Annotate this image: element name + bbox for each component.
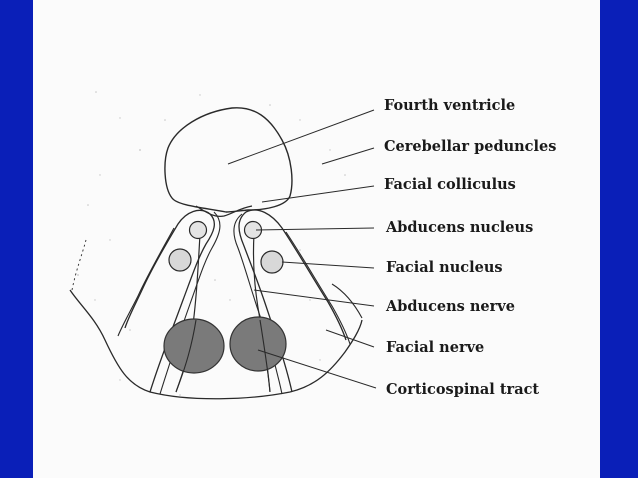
corticospinal-tract-right (229, 316, 287, 372)
label-facial-nerve: Facial nerve (386, 339, 484, 356)
label-facial-nucleus: Facial nucleus (386, 259, 503, 276)
fourth-ventricle-shape (164, 107, 293, 213)
leader-facial-nerve (325, 329, 375, 348)
label-abducens-nucleus: Abducens nucleus (385, 219, 533, 236)
label-cerebellar-peduncles: Cerebellar peduncles (384, 138, 556, 155)
abducens-nucleus-left (188, 220, 208, 240)
pons-outline (69, 289, 363, 400)
pons-outline-left-upper (71, 239, 87, 291)
facial-nerve-left-outer (117, 227, 175, 337)
speckle-texture (77, 91, 346, 396)
figure-panel (33, 0, 600, 478)
label-fourth-ventricle: Fourth ventricle (384, 97, 515, 114)
abducens-nerve-right-over (259, 319, 271, 393)
leader-facial-nucleus (281, 261, 375, 269)
leader-cerebellar-peduncles (321, 147, 375, 165)
leader-abducens-nucleus (255, 227, 375, 231)
corticospinal-tract-left (163, 318, 225, 374)
leader-facial-colliculus (261, 185, 375, 203)
label-abducens-nerve: Abducens nerve (385, 298, 515, 315)
label-corticospinal-tract: Corticospinal tract (386, 381, 539, 398)
abducens-nerve-left-over (175, 319, 197, 393)
label-facial-colliculus: Facial colliculus (384, 176, 516, 193)
facial-nucleus-left (168, 248, 192, 272)
facial-nucleus-right (260, 250, 284, 274)
leader-fourth-ventricle (227, 109, 375, 165)
leader-abducens-nerve (253, 289, 375, 307)
facial-nerve-left (124, 209, 216, 393)
facial-nerve-right-outer (285, 231, 351, 345)
leader-lines (227, 109, 377, 389)
pons-outline-right-upper (331, 283, 363, 319)
facial-nerve-right (238, 209, 347, 393)
leader-corticospinal-tract (257, 349, 377, 389)
